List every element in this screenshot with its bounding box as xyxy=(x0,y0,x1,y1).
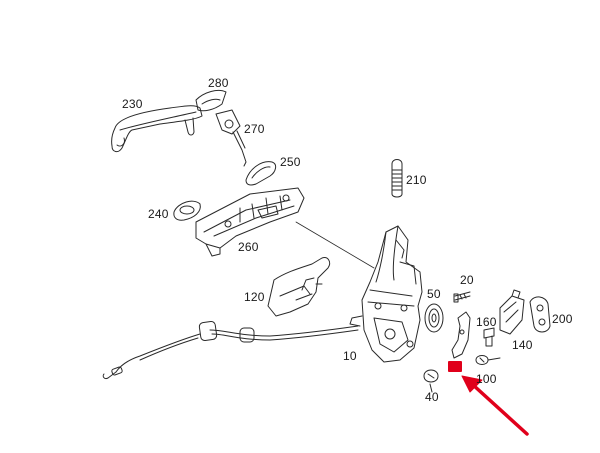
part-label-230: 230 xyxy=(122,97,143,111)
part-label-250: 250 xyxy=(280,155,301,169)
part-label-160: 160 xyxy=(476,315,497,329)
front-gasket-drawing xyxy=(173,200,201,221)
leader-line-260-10 xyxy=(295,221,375,269)
screw-100-drawing xyxy=(475,355,501,365)
part-label-200: 200 xyxy=(552,312,573,326)
part-label-270: 270 xyxy=(244,122,265,136)
part-label-140: 140 xyxy=(512,338,533,352)
striker-plate-drawing xyxy=(529,296,551,333)
part-label-210: 210 xyxy=(406,173,427,187)
part-label-120: 120 xyxy=(244,290,265,304)
pin-160-drawing xyxy=(483,327,495,347)
part-label-10: 10 xyxy=(343,349,357,363)
part-label-240: 240 xyxy=(148,207,169,221)
striker-drawing xyxy=(499,289,525,335)
screw-20-drawing xyxy=(453,291,471,303)
door-lock-drawing xyxy=(349,225,423,363)
lock-knob-pin-drawing xyxy=(391,159,403,198)
lock-cylinder-drawing xyxy=(215,109,247,167)
part-label-260: 260 xyxy=(238,240,259,254)
pointer-arrow xyxy=(461,375,529,436)
screw-40-drawing xyxy=(423,369,439,393)
handle-carrier-drawing xyxy=(195,187,305,257)
part-label-280: 280 xyxy=(208,76,229,90)
latch-bracket-drawing xyxy=(451,311,471,359)
part-label-50: 50 xyxy=(427,287,441,301)
highlighted-part-marker xyxy=(448,361,462,372)
bowden-cable-drawing xyxy=(102,320,359,379)
seal-drawing xyxy=(424,303,444,333)
part-label-100: 100 xyxy=(476,372,497,386)
bracket-drawing xyxy=(267,257,331,317)
part-label-40: 40 xyxy=(425,390,439,404)
outer-door-handle-drawing xyxy=(111,105,203,153)
handle-gasket-drawing xyxy=(245,161,277,186)
handle-cap-drawing xyxy=(195,89,227,112)
part-label-20: 20 xyxy=(460,273,474,287)
